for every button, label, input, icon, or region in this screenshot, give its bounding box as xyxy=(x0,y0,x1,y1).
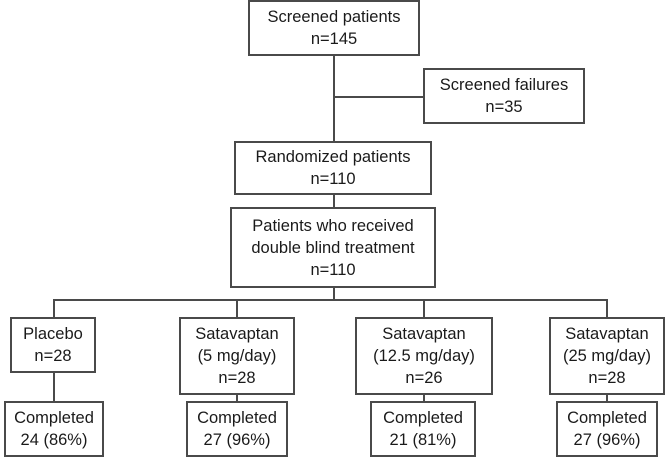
completed-label: Completed xyxy=(14,409,94,427)
completed-count: 27 (96%) xyxy=(573,431,641,449)
connector-arm-2 xyxy=(236,299,238,317)
connector-arm-1-completed xyxy=(53,373,55,401)
arm-box-satavaptan-5: Satavaptan (5 mg/day) n=28 xyxy=(179,317,295,395)
connector-screened-randomized xyxy=(333,56,335,141)
arm-box-satavaptan-12-5: Satavaptan (12.5 mg/day) n=26 xyxy=(355,317,493,395)
arm-dose: (5 mg/day) xyxy=(197,347,277,365)
arm-dose: (25 mg/day) xyxy=(562,347,652,365)
randomized-label: Randomized patients xyxy=(255,148,411,166)
connector-treated-down xyxy=(333,288,335,300)
treated-patients-box: Patients who received double blind treat… xyxy=(230,207,436,288)
completed-count: 27 (96%) xyxy=(203,431,271,449)
screened-failures-box: Screened failures n=35 xyxy=(423,68,585,124)
treated-count: n=110 xyxy=(310,260,356,279)
connector-to-failures xyxy=(333,96,423,98)
arm-name: Satavaptan xyxy=(382,325,466,343)
connector-randomized-treated xyxy=(333,195,335,207)
arm-count: n=28 xyxy=(588,369,626,387)
connector-arm-4-completed xyxy=(606,395,608,401)
failures-label: Screened failures xyxy=(439,76,569,94)
failures-count: n=35 xyxy=(485,98,523,116)
completed-box-satavaptan-25: Completed 27 (96%) xyxy=(556,401,658,457)
connector-arm-3 xyxy=(423,299,425,317)
screened-patients-box: Screened patients n=145 xyxy=(248,0,420,56)
connector-arm-2-completed xyxy=(236,395,238,401)
arm-box-placebo: Placebo n=28 xyxy=(10,317,96,373)
arm-count: n=28 xyxy=(218,369,256,387)
completed-label: Completed xyxy=(567,409,647,427)
arm-name: Satavaptan xyxy=(195,325,279,343)
completed-count: 21 (81%) xyxy=(389,431,457,449)
arm-count: n=26 xyxy=(405,369,443,387)
treated-line-1: Patients who received xyxy=(252,216,414,235)
arm-count: n=28 xyxy=(34,347,72,365)
completed-box-satavaptan-5: Completed 27 (96%) xyxy=(186,401,288,457)
connector-arm-4 xyxy=(606,299,608,317)
completed-box-satavaptan-12-5: Completed 21 (81%) xyxy=(370,401,476,457)
treated-line-2: double blind treatment xyxy=(251,238,415,257)
connector-horizontal-arms xyxy=(53,299,608,301)
completed-box-placebo: Completed 24 (86%) xyxy=(4,401,104,457)
arm-box-satavaptan-25: Satavaptan (25 mg/day) n=28 xyxy=(549,317,665,395)
randomized-patients-box: Randomized patients n=110 xyxy=(234,141,432,195)
completed-count: 24 (86%) xyxy=(20,431,88,449)
randomized-count: n=110 xyxy=(310,170,356,188)
arm-name: Placebo xyxy=(23,325,83,343)
arm-name: Satavaptan xyxy=(565,325,649,343)
arm-dose: (12.5 mg/day) xyxy=(373,347,475,365)
connector-arm-1 xyxy=(53,299,55,317)
completed-label: Completed xyxy=(197,409,277,427)
connector-arm-3-completed xyxy=(423,395,425,401)
screened-label: Screened patients xyxy=(267,8,401,26)
completed-label: Completed xyxy=(383,409,463,427)
screened-count: n=145 xyxy=(310,30,358,48)
